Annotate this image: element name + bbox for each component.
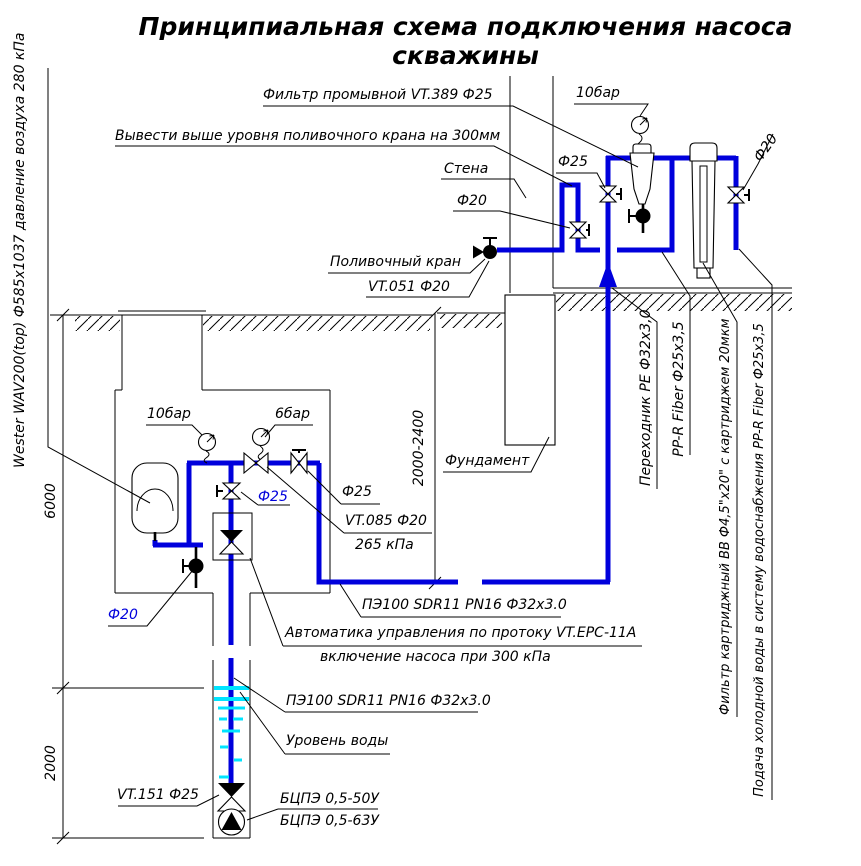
loop-valve xyxy=(568,221,590,239)
label-d20-drain: Ф20 xyxy=(108,607,138,623)
label-wall: Стена xyxy=(444,161,489,177)
label-10bar-pit: 10бар xyxy=(147,406,191,422)
label-ppr-pipe: PP-R Fiber Ф25х3,5 xyxy=(671,321,687,457)
label-flow-automation2: включение насоса при 300 кПа xyxy=(320,649,551,665)
label-tap-model: VT.051 Ф20 xyxy=(368,279,450,295)
well-riser-valve xyxy=(216,482,242,500)
label-pump1: БЦПЭ 0,5-50У xyxy=(280,791,379,807)
supply-valve xyxy=(726,186,750,204)
garden-tap-symbol xyxy=(473,237,497,259)
dimension-lines xyxy=(52,306,442,845)
check-valve-vt151 xyxy=(216,783,247,812)
label-check-valve: VT.151 Ф25 xyxy=(117,787,199,803)
expansion-tank xyxy=(131,462,179,541)
label-route-above: Вывести выше уровня поливочного крана на… xyxy=(115,128,501,144)
label-pe-adapter: Переходник PE Ф32х3,0 xyxy=(638,309,654,486)
label-foundation: Фундамент xyxy=(445,453,530,469)
label-flush-filter: Фильтр промывной VT.389 Ф25 xyxy=(263,87,493,103)
well-casing xyxy=(212,593,251,839)
riser-valve xyxy=(598,185,622,203)
cartridge-filter-symbol xyxy=(689,142,718,279)
flush-filter-symbol xyxy=(628,143,655,233)
label-d25-top: Ф25 xyxy=(558,154,588,170)
dim-depth-to-water: 6000 xyxy=(43,483,59,519)
label-cartridge-filter: Фильтр картриджный ВВ Ф4,5"х20" с картри… xyxy=(718,318,733,715)
pit-outline xyxy=(114,315,331,594)
label-10bar-top: 10бар xyxy=(576,85,620,101)
label-pe-pipe-well: ПЭ100 SDR11 PN16 Ф32х3.0 xyxy=(286,693,491,709)
label-6bar-pit: 6бар xyxy=(275,406,311,422)
flow-automation-box xyxy=(212,512,253,561)
drain-tap xyxy=(182,547,204,588)
wall-lines xyxy=(509,76,554,293)
flow-arrow xyxy=(599,262,617,287)
label-pump2: БЦПЭ 0,5-63У xyxy=(280,813,379,829)
dim-pit-height: 2000-2400 xyxy=(411,409,427,487)
dim-water-depth: 2000 xyxy=(43,745,59,781)
label-d25-pit-right: Ф25 xyxy=(342,484,372,500)
submersible-pump xyxy=(217,808,246,836)
water-level-marks xyxy=(214,686,249,779)
label-pe-pipe-top: ПЭ100 SDR11 PN16 Ф32х3.0 xyxy=(362,597,567,613)
label-cold-supply: Подача холодной воды в систему водоснабж… xyxy=(752,323,767,797)
ball-valve-t xyxy=(290,449,308,475)
label-reducer-pressure: 265 кПа xyxy=(355,537,414,553)
label-flow-automation: Автоматика управления по протоку VT.EPC-… xyxy=(285,625,637,641)
equipment-symbols xyxy=(131,115,750,836)
ground-and-structure xyxy=(50,76,792,839)
label-garden-tap: Поливочный кран xyxy=(330,254,462,270)
reducer-valve xyxy=(243,451,269,475)
label-d20-wall: Ф20 xyxy=(457,193,487,209)
leader-lines xyxy=(47,68,774,821)
label-d25-pit-left: Ф25 xyxy=(258,489,288,505)
label-reducer: VT.085 Ф20 xyxy=(345,513,427,529)
label-expansion-tank-spec: Wester WAV200(top) Ф585х1037 давление во… xyxy=(12,32,28,469)
page-title: Принципиальная схема подключения насоса … xyxy=(138,12,793,70)
pressure-gauge-top xyxy=(630,115,650,150)
label-water-level: Уровень воды xyxy=(286,733,389,749)
foundation-block xyxy=(504,294,556,446)
pressure-gauge-10bar xyxy=(197,432,217,464)
